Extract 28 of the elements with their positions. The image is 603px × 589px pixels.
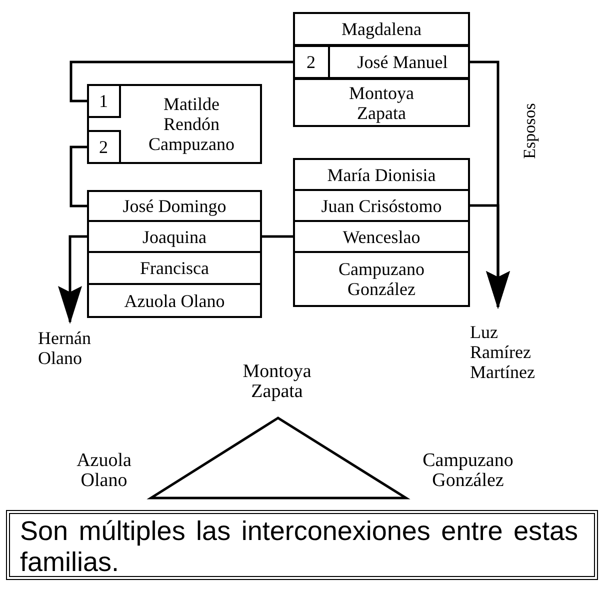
family-name: Campuzano González [422,451,514,491]
family-member-box [87,84,262,164]
family-member-box [293,45,470,79]
connector-line [70,146,87,208]
family-member-box: Campuzano González [293,251,470,307]
person-name: Luz Ramírez Martínez [470,322,550,388]
connector-line [262,235,293,238]
family-member-box: Joaquina [87,220,262,253]
arrow [58,235,87,324]
family-member-box: Francisca [87,251,262,285]
caption: Son múltiples las interconexiones entre estas familias. [6,510,598,580]
person-name: José Manuel [357,52,448,72]
family-member-box: Magdalena [293,12,470,46]
number-box: 2 [86,130,120,164]
family-name: Montoya Zapata [242,362,312,402]
family-member-box: María Dionisia [293,158,470,191]
edge-label: Esposos [520,103,540,159]
family-member-box: José Domingo [87,190,262,222]
family-name: Azuola Olano [76,451,132,491]
person-name: Hernán Olano [38,328,108,372]
family-member-box: Wenceslao [293,220,470,253]
person-name: Matilde Rendón Campuzano [148,94,236,154]
family-member-box: Azuola Olano [87,283,262,318]
family-member-box: Juan Crisóstomo [293,189,470,222]
family-member-box: Montoya Zapata [293,78,470,127]
number-box: 1 [86,84,120,118]
connector-line [70,60,293,102]
arrow [470,204,510,309]
